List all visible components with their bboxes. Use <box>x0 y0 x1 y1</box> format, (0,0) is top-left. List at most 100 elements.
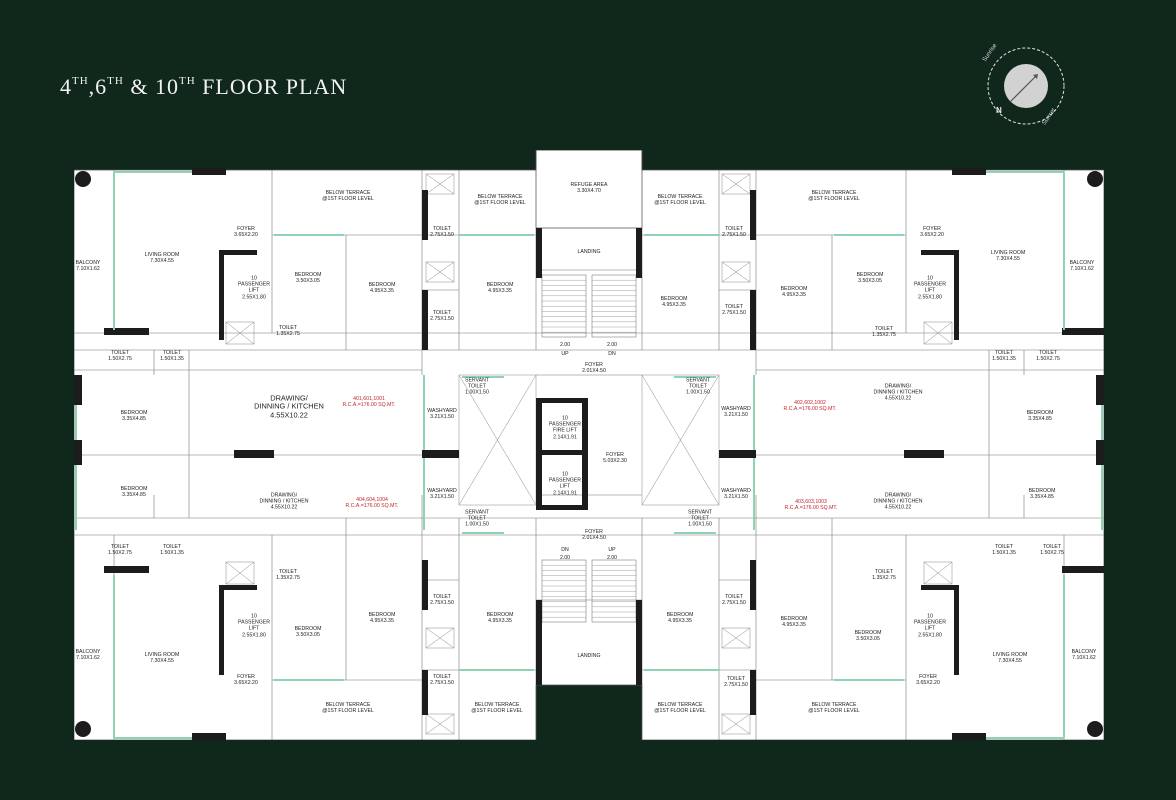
room-name: TOILET <box>432 593 452 600</box>
room-name: TOILET <box>726 675 746 682</box>
compass-graphic <box>987 47 1065 125</box>
room-name: TOILET <box>278 324 298 331</box>
room-name: BEDROOM <box>120 485 148 492</box>
compass-north: N <box>996 106 1002 115</box>
duct-shafts <box>225 173 953 735</box>
room-dimension: 2.01X4.50 <box>582 535 606 541</box>
room-dimension: 1.35X2.75 <box>276 575 300 581</box>
room-dimension: 2.75X1.50 <box>430 232 454 238</box>
room-dimension: 4.55X10.22 <box>884 396 912 403</box>
room-name: WASHYARD <box>427 487 457 494</box>
stair-top-left-dim: 2.00 <box>559 341 571 348</box>
room-dimension: 1.35X2.75 <box>872 332 896 338</box>
room-dimension: 7.10X1.62 <box>76 266 100 272</box>
room-name: TOILET <box>110 543 130 550</box>
room-dimension: 3.50X3.05 <box>296 278 320 284</box>
room-dimension: 2.75X1.50 <box>722 600 746 606</box>
room-bt-bl: BELOW TERRACE @1ST FLOOR LEVEL <box>322 702 374 714</box>
room-name: BEDROOM <box>368 611 396 618</box>
room-name: BEDROOM <box>854 629 882 636</box>
room-name: FOYER <box>606 451 624 458</box>
room-dimension: 7.10X1.62 <box>1070 266 1094 272</box>
room-name: 10 PASSENGER LIFT <box>238 613 270 632</box>
room-name: BEDROOM <box>660 295 688 302</box>
room-dimension: 1.50X1.35 <box>160 550 184 556</box>
room-name: BEDROOM <box>120 409 148 416</box>
room-name: 10 PASSENGER LIFT <box>238 275 270 294</box>
room-dimension: 4.95X3.35 <box>662 302 686 308</box>
room-dimension: 1.50X2.75 <box>1040 550 1064 556</box>
room-name: FOYER <box>585 361 603 368</box>
room-name: BELOW TERRACE @1ST FLOOR LEVEL <box>808 189 860 202</box>
room-dimension: 3.21X1.50 <box>430 414 454 420</box>
room-dimension: 3.65X2.20 <box>234 680 258 686</box>
room-dimension: 2.55X1.80 <box>242 294 266 301</box>
room-name: DRAWING/ DINNING / KITCHEN <box>873 492 923 505</box>
title-part-a: 4 <box>60 74 72 99</box>
room-dimension: 3.65X2.20 <box>916 680 940 686</box>
room-dimension: 7.30X4.55 <box>996 256 1020 262</box>
stair-top-right-dim: 2.00 <box>606 341 618 348</box>
room-dimension: 3.21X1.50 <box>430 494 454 500</box>
corner-columns <box>75 171 1103 737</box>
room-landing-top: LANDING <box>577 249 600 255</box>
title-part-c: & 10 <box>123 74 179 99</box>
room-name: BEDROOM <box>294 271 322 278</box>
unit-numbers: 402,602,1002 <box>794 399 826 406</box>
room-dimension: 4.55X10.22 <box>884 505 912 512</box>
room-dimension: 7.10X1.62 <box>76 655 100 661</box>
floor-plan-drawing <box>74 150 1104 740</box>
room-name: BEDROOM <box>368 281 396 288</box>
room-name: BELOW TERRACE @1ST FLOOR LEVEL <box>654 701 706 714</box>
room-dimension: 1.00X1.50 <box>686 390 710 397</box>
unit-numbers: 401,601,1001 <box>353 395 385 402</box>
room-name: 10 PASSENGER LIFT <box>549 471 581 490</box>
room-name: BELOW TERRACE @1ST FLOOR LEVEL <box>471 701 523 714</box>
room-name: FOYER <box>585 528 603 535</box>
room-dimension: 3.50X3.05 <box>856 636 880 642</box>
room-dimension: 2.01X4.50 <box>582 368 606 374</box>
room-name: TOILET <box>110 349 130 356</box>
stair-bottom-right-dim: 2.00 <box>606 554 618 561</box>
room-name: WASHYARD <box>721 487 751 494</box>
room-dimension: 4.95X3.35 <box>782 622 806 628</box>
room-dimension: 5.03X2.30 <box>603 458 627 464</box>
room-name: TOILET <box>874 325 894 332</box>
room-name: TOILET <box>724 593 744 600</box>
room-name: BEDROOM <box>486 281 514 288</box>
room-dimension: 2.75X1.50 <box>430 316 454 322</box>
stair-treads <box>542 279 636 618</box>
room-name: BELOW TERRACE @1ST FLOOR LEVEL <box>322 701 374 714</box>
